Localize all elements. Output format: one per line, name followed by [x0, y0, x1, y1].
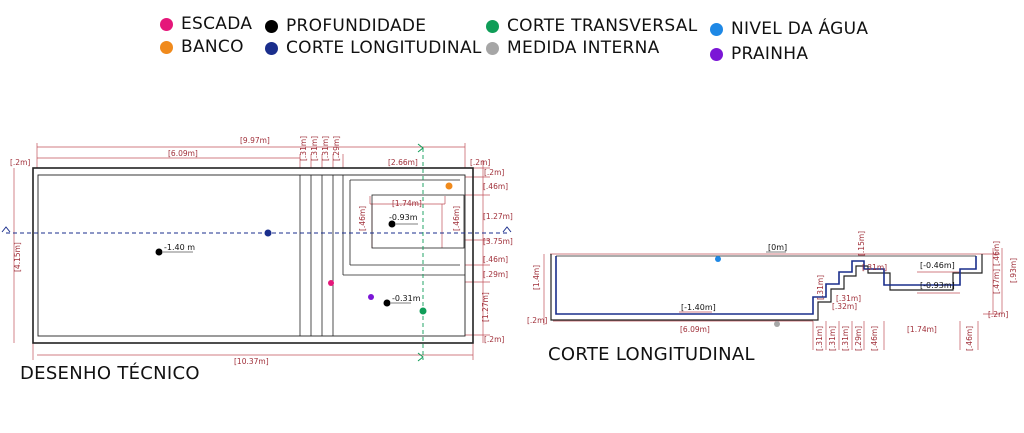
legend-label: MEDIDA INTERNA — [507, 38, 660, 58]
section-s3: [.31m] — [841, 326, 850, 351]
legend-item-nivel-agua: NIVEL DA ÁGUA — [710, 19, 868, 39]
dim-right-side-7: [1.27m] — [481, 292, 490, 322]
profundidade-dot-icon — [265, 19, 278, 33]
dim-corner-right: [.2m] — [470, 158, 490, 167]
section-banco-top-label: [-0.46m] — [920, 261, 955, 270]
corte-longitudinal-title: CORTE LONGITUDINAL — [548, 344, 755, 365]
nivel-agua-dot-icon — [710, 22, 723, 36]
section-right-w: [.46m] — [965, 326, 974, 351]
dim-right-side-1: [.2m] — [484, 168, 504, 177]
banco-marker — [445, 182, 453, 190]
dim-step4: [.29m] — [332, 136, 341, 161]
legend-item-medida-interna: MEDIDA INTERNA — [486, 38, 660, 58]
desenho-tecnico-title: DESENHO TÉCNICO — [20, 363, 200, 384]
legend-label: BANCO — [181, 37, 244, 57]
dim-left-height: [4.15m] — [13, 242, 22, 272]
dim-top-length: [6.09m] — [168, 149, 198, 158]
medida-interna-marker — [774, 321, 780, 327]
section-step-h1: [.31m] — [816, 275, 825, 300]
section-step-h5: [.31m] — [862, 263, 887, 272]
dim-right-side-8: [.2m] — [484, 335, 504, 344]
section-s2: [.31m] — [828, 326, 837, 351]
dim-right-side-3: [1.27m] — [483, 212, 513, 221]
dim-banco-width: [1.74m] — [392, 199, 422, 208]
section-step-h3: [.32m] — [832, 302, 857, 311]
depth-label-prainha: -0.31m — [392, 294, 421, 303]
legend-item-profundidade: PROFUNDIDADE — [265, 16, 426, 36]
section-s1: [.31m] — [815, 326, 824, 351]
nivel-agua-marker — [715, 256, 721, 262]
section-water-label: [0m] — [768, 243, 787, 252]
dim-corner-left: [.2m] — [10, 158, 30, 167]
dim-banco-left: [.46m] — [358, 206, 367, 231]
dim-right-side-4: [3.75m] — [483, 237, 513, 246]
prainha-dot-icon — [710, 47, 723, 61]
legend-label: NIVEL DA ÁGUA — [731, 19, 869, 39]
dim-banco-right: [.46m] — [452, 206, 461, 231]
section-left-height: [1.4m] — [532, 265, 541, 290]
section-step-h4: [.15m] — [857, 231, 866, 256]
section-banco-depth-label: [-0.93m] — [920, 281, 955, 290]
legend-label: PROFUNDIDADE — [286, 16, 427, 36]
section-view: [0m] [-1.40m] [-0.46m] [-0.93m] [1.4m] [… — [527, 231, 1018, 351]
section-right-h2: [.47m] — [992, 269, 1001, 294]
section-s4: [.29m] — [854, 326, 863, 351]
dim-step2: [.31m] — [310, 136, 319, 161]
dim-right-side-6: [.29m] — [483, 270, 508, 279]
dim-top-total: [9.97m] — [240, 136, 270, 145]
banco-dot-icon — [160, 40, 173, 54]
depth-marker-main — [155, 248, 163, 256]
section-s5: [.46m] — [870, 326, 879, 351]
legend-item-prainha: PRAINHA — [710, 44, 808, 64]
medida-interna-dot-icon — [486, 41, 499, 55]
legend-item-banco: BANCO — [160, 37, 244, 57]
dim-right-top: [2.66m] — [388, 158, 418, 167]
corte-transversal-dot-icon — [486, 19, 499, 33]
section-left-bottom: [.2m] — [527, 316, 547, 325]
depth-marker-banco — [388, 220, 396, 228]
escada-dot-icon — [160, 17, 173, 31]
section-right-bottom: [.2m] — [988, 310, 1008, 319]
corte-longitudinal-dot-icon — [265, 41, 278, 55]
legend-item-corte-transversal: CORTE TRANSVERSAL — [486, 16, 698, 36]
dim-bottom-total: [10.37m] — [234, 357, 269, 366]
dim-step3: [.31m] — [321, 136, 330, 161]
dim-right-side-2: [.46m] — [483, 182, 508, 191]
section-right-h1: [.46m] — [992, 241, 1001, 266]
escada-marker — [328, 280, 334, 286]
section-right-h3: [.93m] — [1009, 258, 1018, 283]
corte-transversal-marker — [419, 307, 427, 315]
prainha-marker — [368, 294, 374, 300]
legend-item-escada: ESCADA — [160, 14, 252, 34]
depth-label-main: -1.40 m — [164, 243, 195, 252]
depth-label-banco: -0.93m — [389, 213, 418, 222]
section-banco-len: [1.74m] — [907, 325, 937, 334]
legend-label: CORTE TRANSVERSAL — [507, 16, 698, 36]
section-length: [6.09m] — [680, 325, 710, 334]
depth-marker-prainha — [383, 299, 391, 307]
legend-label: PRAINHA — [731, 44, 809, 64]
section-deep-label: [-1.40m] — [681, 303, 716, 312]
legend: ESCADA BANCO PROFUNDIDADE CORTE LONGITUD… — [0, 0, 1024, 70]
legend-item-corte-longitudinal: CORTE LONGITUDINAL — [265, 38, 482, 58]
legend-label: ESCADA — [181, 14, 253, 34]
corte-longitudinal-marker — [264, 229, 272, 237]
plan-view: -1.40 m -0.93m -0.31m [9.97m] [6.09m] [.… — [1, 136, 513, 366]
section-step-h2: [.31m] — [836, 294, 861, 303]
legend-label: CORTE LONGITUDINAL — [286, 38, 482, 58]
dim-right-side-5: [.46m] — [483, 255, 508, 264]
dim-step1: [.31m] — [299, 136, 308, 161]
